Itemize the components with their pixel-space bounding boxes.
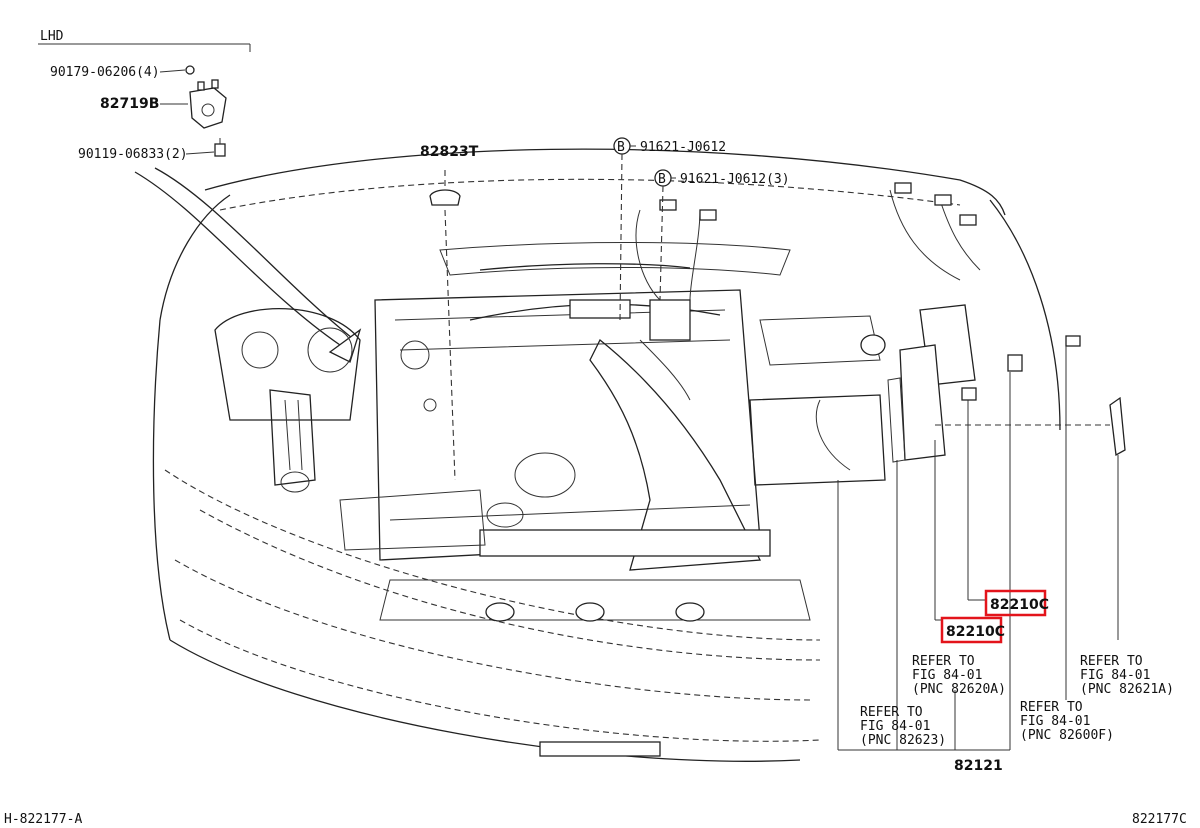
lhd-inset: LHD 90179-06206(4) 82719B 90119-06833(2) bbox=[38, 29, 251, 162]
part-label-cap[interactable]: 82823T bbox=[420, 144, 479, 160]
right-components bbox=[749, 182, 1126, 486]
ref-line: REFER TO bbox=[860, 705, 923, 720]
lhd-label: LHD bbox=[40, 29, 64, 44]
highlight-box-lower[interactable] bbox=[940, 616, 1003, 644]
vehicle-body-outline bbox=[152, 148, 1061, 762]
reference-82600f[interactable]: REFER TO FIG 84-01 (PNC 82600F) bbox=[1020, 700, 1114, 743]
ref-line: (PNC 82600F) bbox=[1020, 728, 1114, 743]
part-label-clamp2[interactable]: 91621-J0612(3) bbox=[680, 172, 790, 187]
inset-arrow bbox=[134, 167, 353, 346]
ref-line: (PNC 82621A) bbox=[1080, 682, 1174, 697]
bracket-icon bbox=[189, 79, 227, 129]
reference-82623[interactable]: REFER TO FIG 84-01 (PNC 82623) bbox=[860, 705, 946, 748]
footer-right-code: 822177C bbox=[1132, 812, 1187, 827]
ref-line: (PNC 82623) bbox=[860, 733, 946, 748]
part-label-bracket[interactable]: 82719B bbox=[100, 96, 159, 112]
top-harness bbox=[469, 199, 721, 401]
arrow-head-icon bbox=[328, 328, 362, 363]
callout-b1-letter: B bbox=[617, 140, 625, 155]
ref-line: FIG 84-01 bbox=[860, 719, 930, 734]
part-label-relay-upper[interactable]: 82210C bbox=[990, 597, 1049, 613]
ref-line: FIG 84-01 bbox=[1020, 714, 1090, 729]
part-label-nut[interactable]: 90179-06206(4) bbox=[50, 65, 160, 80]
cap-icon bbox=[429, 189, 461, 206]
ref-line: FIG 84-01 bbox=[912, 668, 982, 683]
callouts: B B bbox=[613, 137, 676, 321]
footer-left-code: H-822177-A bbox=[4, 812, 82, 827]
engine-block bbox=[374, 289, 771, 622]
ref-line: REFER TO bbox=[1020, 700, 1083, 715]
ref-line: REFER TO bbox=[1080, 654, 1143, 669]
ref-line: FIG 84-01 bbox=[1080, 668, 1150, 683]
ref-line: (PNC 82620A) bbox=[912, 682, 1006, 697]
callout-b2-letter: B bbox=[658, 172, 666, 187]
highlight-box-upper[interactable] bbox=[984, 589, 1047, 617]
part-label-relay-lower[interactable]: 82210C bbox=[946, 624, 1005, 640]
ref-line: REFER TO bbox=[912, 654, 975, 669]
reference-82621a[interactable]: REFER TO FIG 84-01 (PNC 82621A) bbox=[1080, 654, 1174, 697]
part-label-bolt[interactable]: 90119-06833(2) bbox=[78, 147, 188, 162]
left-components bbox=[214, 308, 486, 551]
bolt-icon bbox=[214, 138, 226, 157]
leader-lines bbox=[837, 346, 1119, 751]
part-label-clamp1[interactable]: 91621-J0612 bbox=[640, 140, 726, 155]
cap-82823t bbox=[429, 170, 461, 481]
reference-82620a[interactable]: REFER TO FIG 84-01 (PNC 82620A) bbox=[912, 654, 1006, 697]
nut-icon bbox=[185, 65, 195, 75]
part-label-wire-assy[interactable]: 82121 bbox=[954, 758, 1003, 774]
